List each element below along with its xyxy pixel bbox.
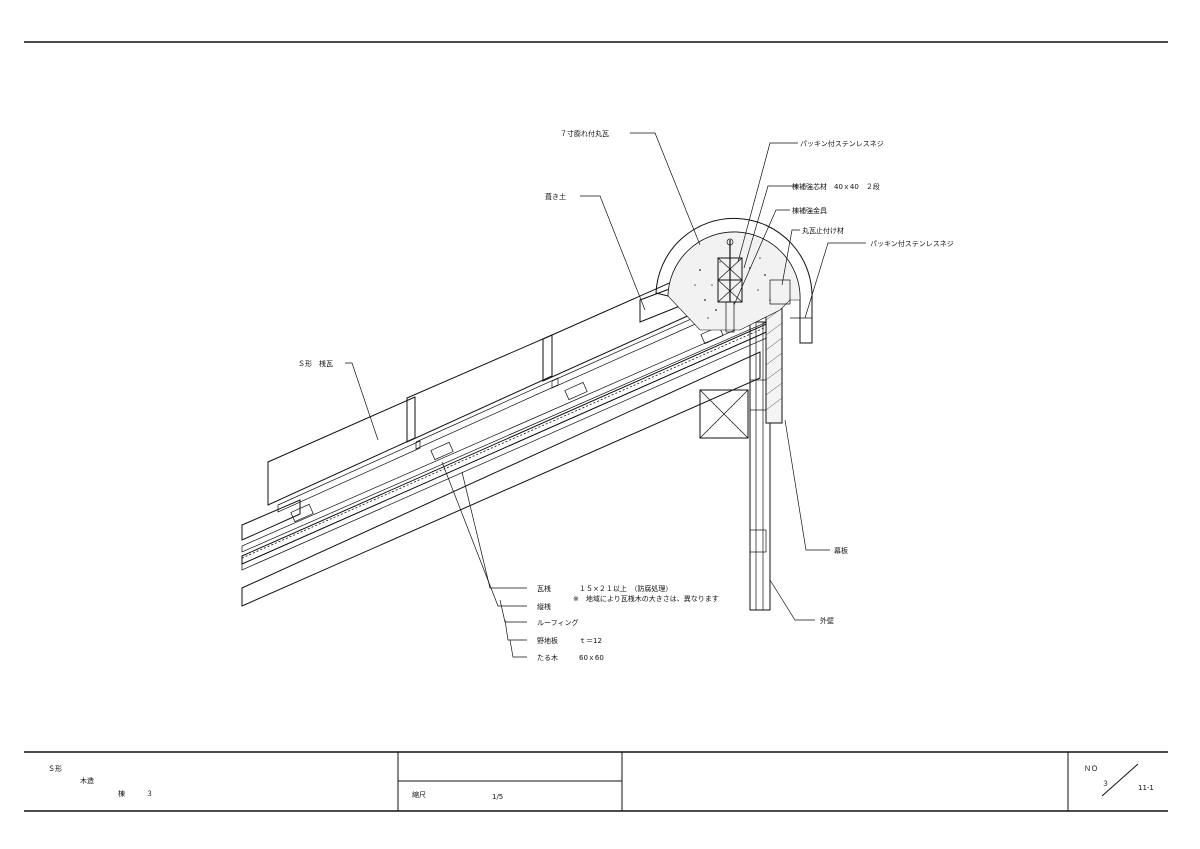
batten-3 (564, 381, 588, 401)
ridge-assembly (655, 218, 813, 344)
wall-block-2 (749, 529, 767, 553)
label-screw-right: パッキン付ステンレスネジ (870, 239, 954, 248)
wall-block-1 (749, 379, 767, 411)
title-line-2: 木造 (80, 776, 94, 785)
purlin-cross-2 (699, 389, 749, 439)
callout-labels: ７寸膨れ付丸瓦 葺き土 パッキン付ステンレスネジ 棟補強芯材 40ｘ40 ２段 … (298, 129, 954, 662)
bedding-mortar (667, 231, 801, 331)
wall-structure (699, 302, 783, 611)
label-wall: 外壁 (820, 616, 834, 625)
label-ridge-core: 棟補強芯材 40ｘ40 ２段 (792, 182, 880, 191)
counter-batten (241, 311, 777, 553)
sheet-ref: 11-1 (1138, 784, 1154, 792)
label-s-tile: Ｓ形 桟瓦 (298, 359, 333, 368)
screw-head (726, 238, 734, 246)
scale-value: 1/5 (492, 793, 503, 801)
label-roofing: ルーフィング (537, 618, 578, 627)
tile-1-underside (277, 440, 421, 513)
leader-lines (345, 132, 866, 658)
roofing-felt (241, 320, 781, 559)
batten-2 (430, 441, 454, 461)
wall-stud (749, 321, 771, 611)
batten-4 (700, 325, 724, 345)
label-ridge-fix: 丸瓦止付け材 (802, 226, 844, 235)
scale-label: 縮尺 (412, 790, 426, 799)
label-counter-batten: 縦桟 (537, 602, 551, 611)
no-value: ３ (1102, 780, 1109, 788)
label-screw-top: パッキン付ステンレスネジ (800, 139, 884, 148)
no-label: ＮＯ (1084, 765, 1098, 773)
rafter (241, 351, 761, 607)
title-line-1: Ｓ形 (48, 765, 62, 773)
title-line-3: 棟 ３ (118, 789, 153, 798)
label-fascia: 幕板 (834, 546, 848, 555)
label-batten: 瓦桟 １５×２１以上 （防腐処理） (537, 584, 672, 593)
label-sheathing: 野地板 ｔ＝12 (537, 636, 602, 645)
label-rafter: たる木 60ｘ60 (537, 653, 604, 662)
label-batten-note: ※ 地域により瓦桟木の大きさは、異なります (573, 594, 719, 603)
title-block: Ｓ形 木造 棟 ３ 縮尺 1/5 ＮＯ ３ 11-1 (24, 751, 1168, 812)
tile-2 (406, 334, 553, 443)
tile-partial (241, 499, 301, 541)
ridge-fix-block (769, 279, 791, 305)
purlin (699, 389, 749, 439)
roof-tiles (241, 269, 724, 541)
sheathing-board (241, 317, 781, 565)
label-ridge-tile: ７寸膨れ付丸瓦 (560, 129, 609, 138)
batten-1 (290, 503, 314, 523)
label-ridge-hardware: 棟補強金具 (792, 206, 827, 215)
label-bedding-mortar: 葺き土 (545, 192, 566, 201)
no-slash (1101, 763, 1139, 797)
